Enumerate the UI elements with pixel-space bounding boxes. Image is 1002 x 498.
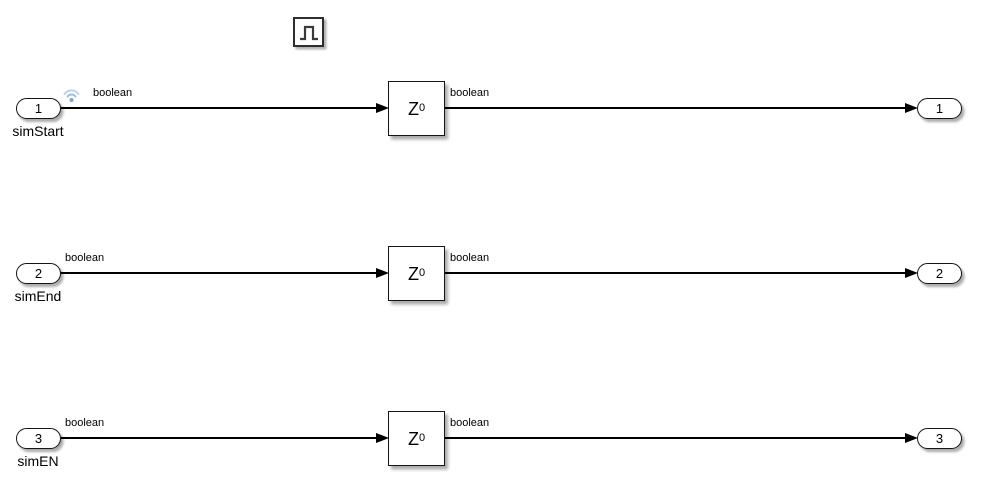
arrowhead-icon bbox=[905, 102, 918, 113]
outport-1[interactable]: 1 bbox=[917, 97, 962, 119]
signal-wire[interactable] bbox=[445, 272, 906, 274]
signal-type-label: boolean bbox=[450, 87, 490, 99]
signal-wire[interactable] bbox=[61, 107, 377, 109]
inport-1[interactable]: 1 bbox=[16, 97, 61, 119]
signal-type-label: boolean bbox=[93, 87, 133, 99]
signal-type-label: boolean bbox=[65, 417, 105, 429]
arrowhead-icon bbox=[905, 432, 918, 443]
delay-exponent: 0 bbox=[418, 102, 426, 114]
arrowhead-icon bbox=[905, 267, 918, 278]
outport-number: 1 bbox=[935, 100, 944, 116]
arrowhead-icon bbox=[376, 102, 389, 113]
signal-logging-icon[interactable] bbox=[62, 86, 81, 103]
delay-base: Z bbox=[407, 263, 419, 284]
arrowhead-icon bbox=[376, 267, 389, 278]
pulse-icon bbox=[299, 25, 318, 40]
signal-type-label: boolean bbox=[450, 417, 490, 429]
outport-2[interactable]: 2 bbox=[917, 262, 962, 284]
inport-name-label[interactable]: simEN bbox=[17, 453, 59, 469]
inport-3[interactable]: 3 bbox=[16, 427, 61, 449]
signal-type-label: boolean bbox=[450, 252, 490, 264]
signal-type-label: boolean bbox=[65, 252, 105, 264]
signal-wire[interactable] bbox=[61, 437, 377, 439]
inport-2[interactable]: 2 bbox=[16, 262, 61, 284]
delay-base: Z bbox=[407, 98, 419, 119]
inport-number: 2 bbox=[34, 265, 43, 281]
signal-wire[interactable] bbox=[61, 272, 377, 274]
pulse-generator-block[interactable] bbox=[293, 17, 324, 47]
inport-name-label[interactable]: simStart bbox=[12, 123, 64, 139]
signal-wire[interactable] bbox=[445, 107, 906, 109]
inport-number: 1 bbox=[34, 100, 43, 116]
outport-3[interactable]: 3 bbox=[917, 427, 962, 449]
arrowhead-icon bbox=[376, 432, 389, 443]
delay-base: Z bbox=[407, 428, 419, 449]
delay-exponent: 0 bbox=[418, 432, 426, 444]
signal-wire[interactable] bbox=[445, 437, 906, 439]
outport-number: 2 bbox=[935, 265, 944, 281]
inport-name-label[interactable]: simEnd bbox=[14, 288, 62, 304]
delay-exponent: 0 bbox=[418, 267, 426, 279]
inport-number: 3 bbox=[34, 430, 43, 446]
outport-number: 3 bbox=[935, 430, 944, 446]
